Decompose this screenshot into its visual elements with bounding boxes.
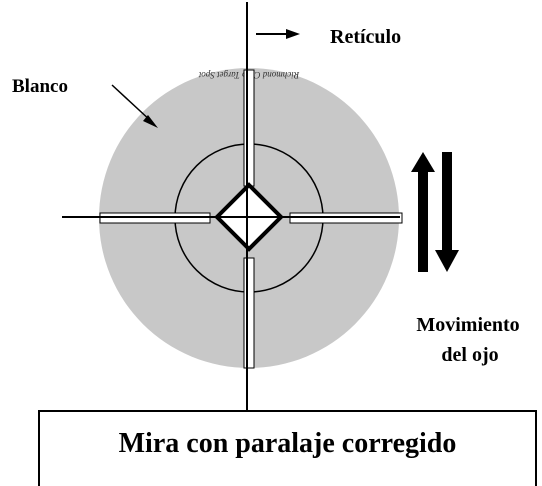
reticle-label: Retículo bbox=[330, 26, 401, 48]
target-slot-bottom bbox=[243, 257, 255, 369]
eye-movement-label-line1: Movimiento bbox=[416, 314, 519, 336]
target-label: Blanco bbox=[12, 76, 68, 97]
arrow-right-icon bbox=[256, 29, 300, 39]
arrow-up-icon bbox=[411, 152, 435, 272]
caption-text: Mira con paralaje corregido bbox=[118, 428, 457, 459]
caption-box: Mira con paralaje corregido bbox=[38, 410, 537, 486]
target-pointer-arrow bbox=[111, 84, 158, 128]
arrow-down-icon bbox=[435, 152, 459, 272]
target-slot-top bbox=[243, 69, 255, 187]
eye-movement-label-line2: del ojo bbox=[441, 344, 498, 366]
